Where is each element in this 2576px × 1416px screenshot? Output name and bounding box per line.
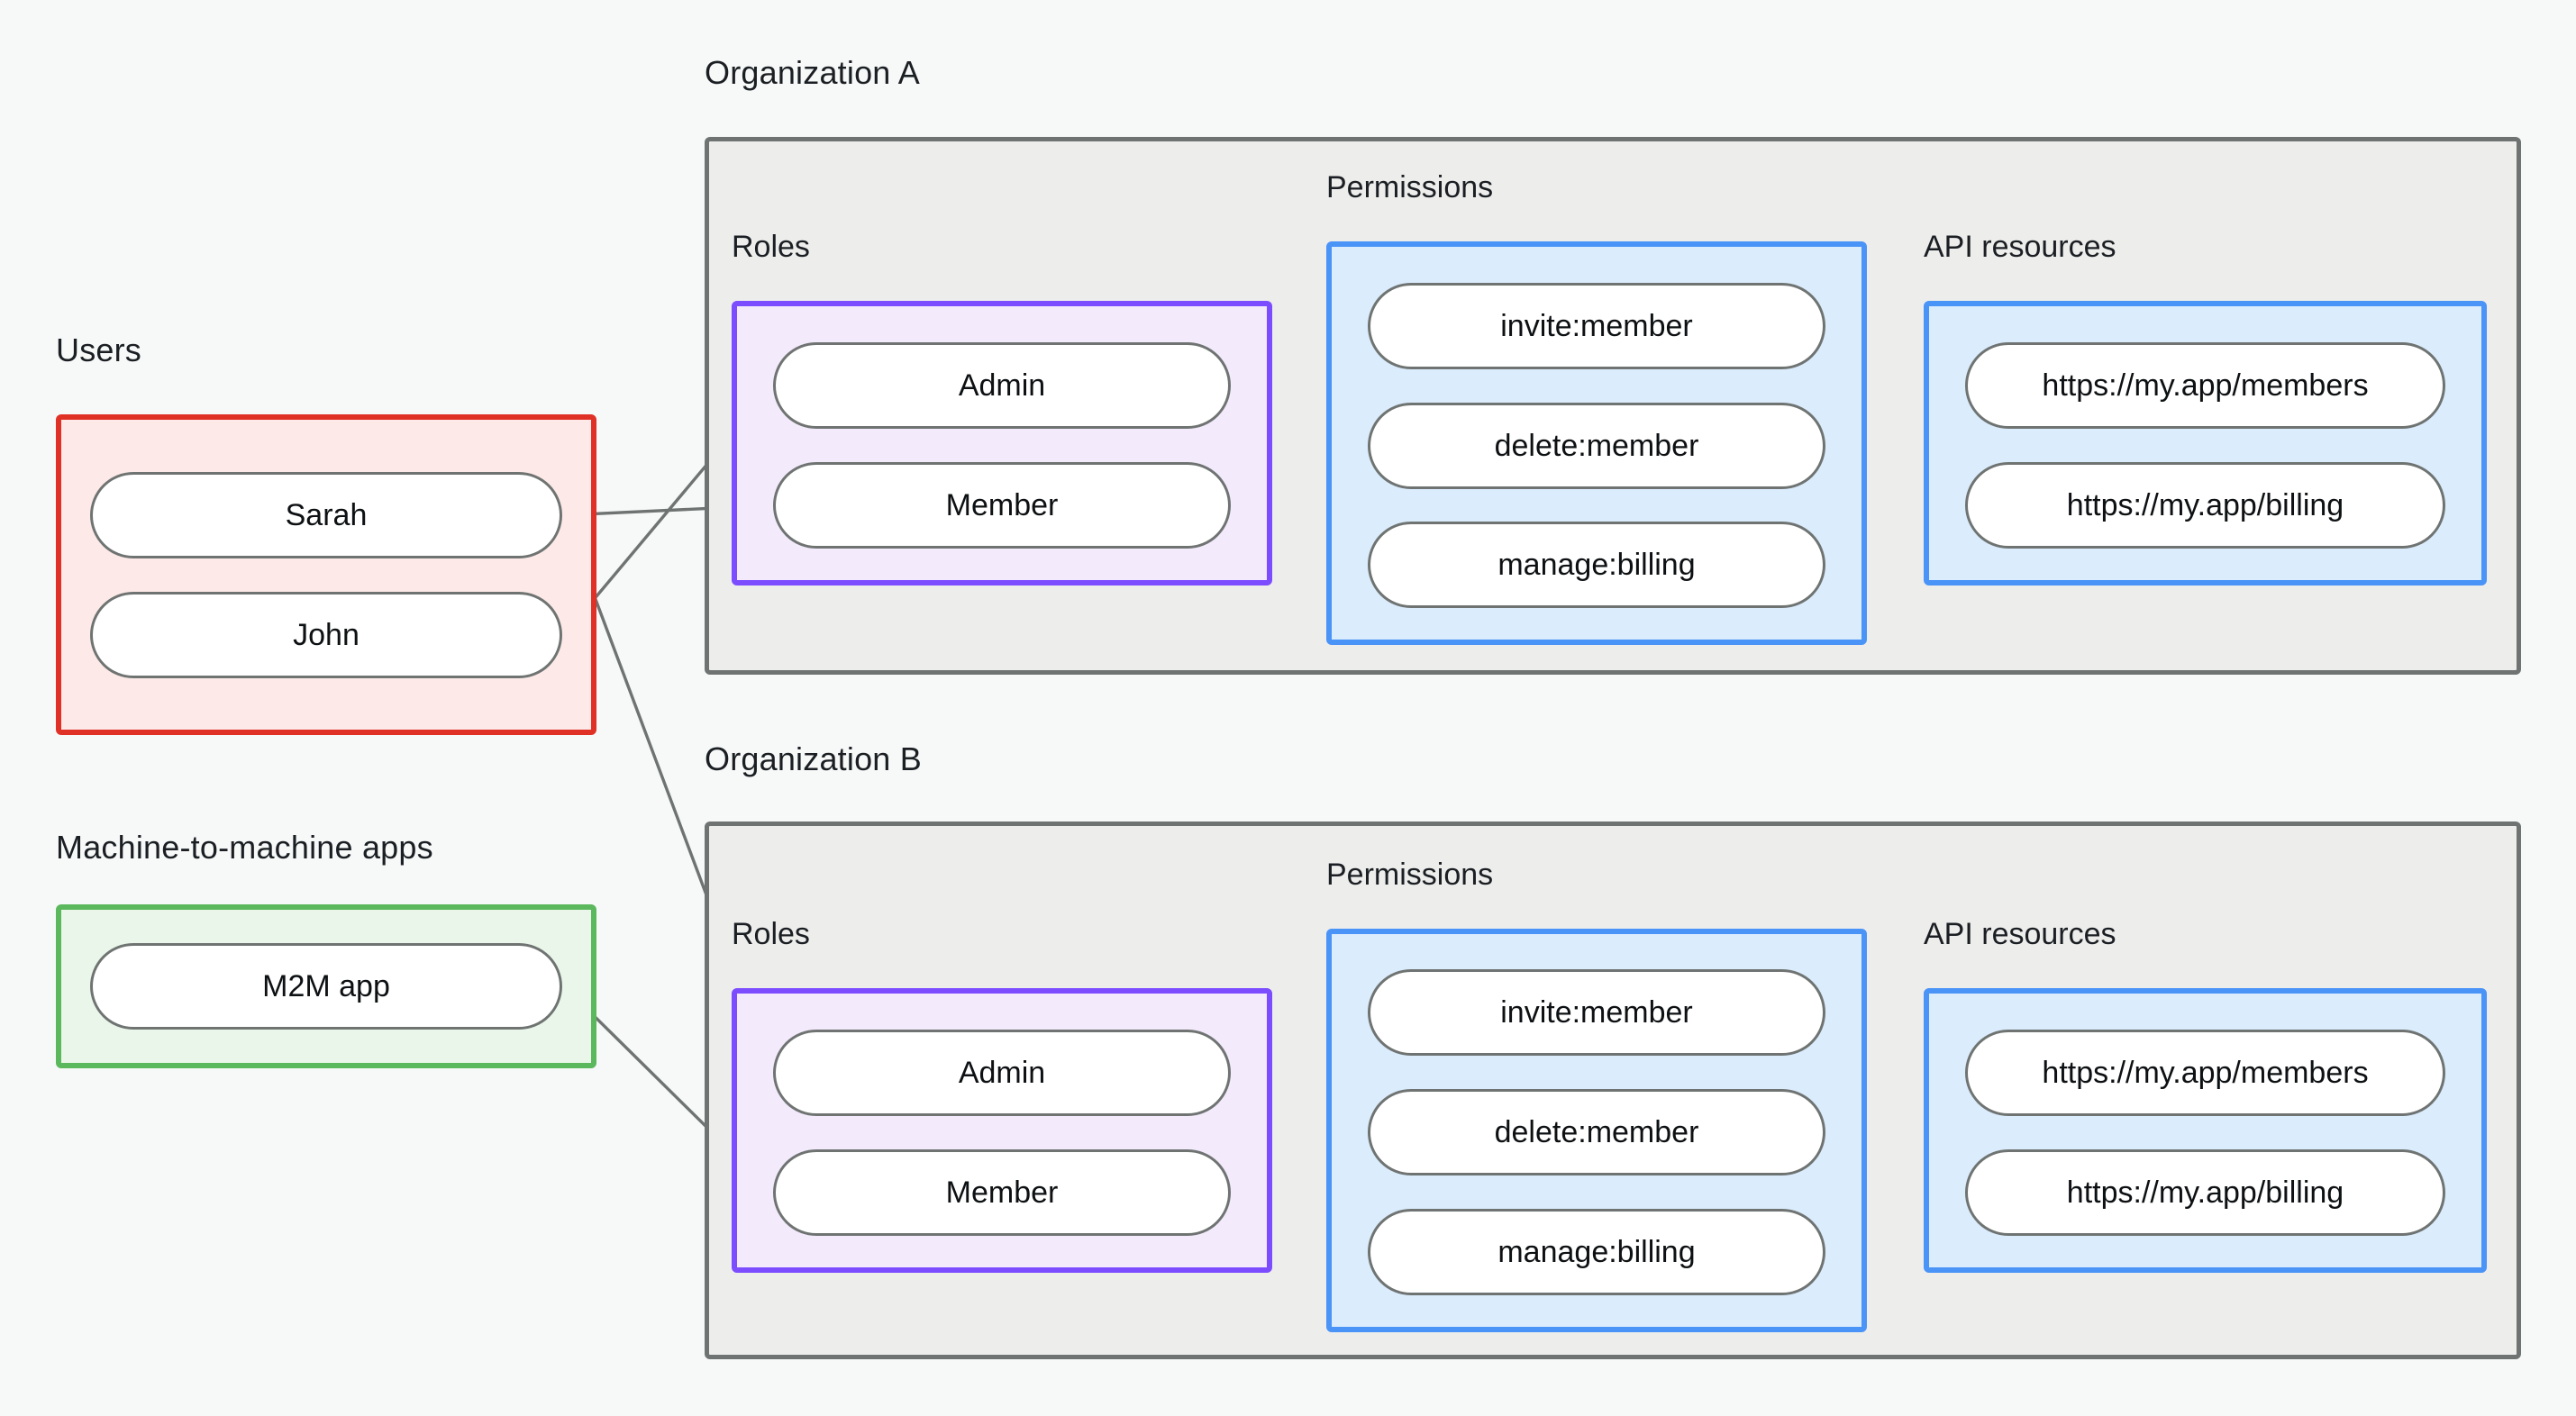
org-a-roles-label: Roles [732, 230, 810, 264]
org-a-permission-manage-billing[interactable]: manage:billing [1368, 522, 1825, 608]
users-group-label: Users [56, 331, 142, 368]
org-b-permissions-label: Permissions [1326, 858, 1494, 892]
org-b-role-member[interactable]: Member [773, 1149, 1231, 1236]
users-container [56, 414, 596, 735]
org-b-api-resource-billing[interactable]: https://my.app/billing [1965, 1149, 2445, 1236]
org-b-permission-invite-member[interactable]: invite:member [1368, 969, 1825, 1056]
org-b-api-resources-label: API resources [1924, 917, 2116, 951]
org-a-api-resources-label: API resources [1924, 230, 2116, 264]
user-node-sarah[interactable]: Sarah [90, 472, 562, 558]
org-b-api-resource-members[interactable]: https://my.app/members [1965, 1030, 2445, 1116]
user-node-john[interactable]: John [90, 592, 562, 678]
org-b-label: Organization B [705, 740, 922, 777]
org-a-api-resource-members[interactable]: https://my.app/members [1965, 342, 2445, 429]
org-a-label: Organization A [705, 54, 920, 91]
org-a-api-resource-billing[interactable]: https://my.app/billing [1965, 462, 2445, 549]
org-a-permission-invite-member[interactable]: invite:member [1368, 283, 1825, 369]
org-b-role-admin[interactable]: Admin [773, 1030, 1231, 1116]
org-a-permission-delete-member[interactable]: delete:member [1368, 403, 1825, 489]
org-a-role-member[interactable]: Member [773, 462, 1231, 549]
m2m-group-label: Machine-to-machine apps [56, 829, 433, 866]
org-a-role-admin[interactable]: Admin [773, 342, 1231, 429]
org-a-permissions-label: Permissions [1326, 170, 1494, 204]
org-b-roles-label: Roles [732, 917, 810, 951]
org-b-permission-manage-billing[interactable]: manage:billing [1368, 1209, 1825, 1295]
org-b-permission-delete-member[interactable]: delete:member [1368, 1089, 1825, 1175]
m2m-node-app[interactable]: M2M app [90, 943, 562, 1030]
